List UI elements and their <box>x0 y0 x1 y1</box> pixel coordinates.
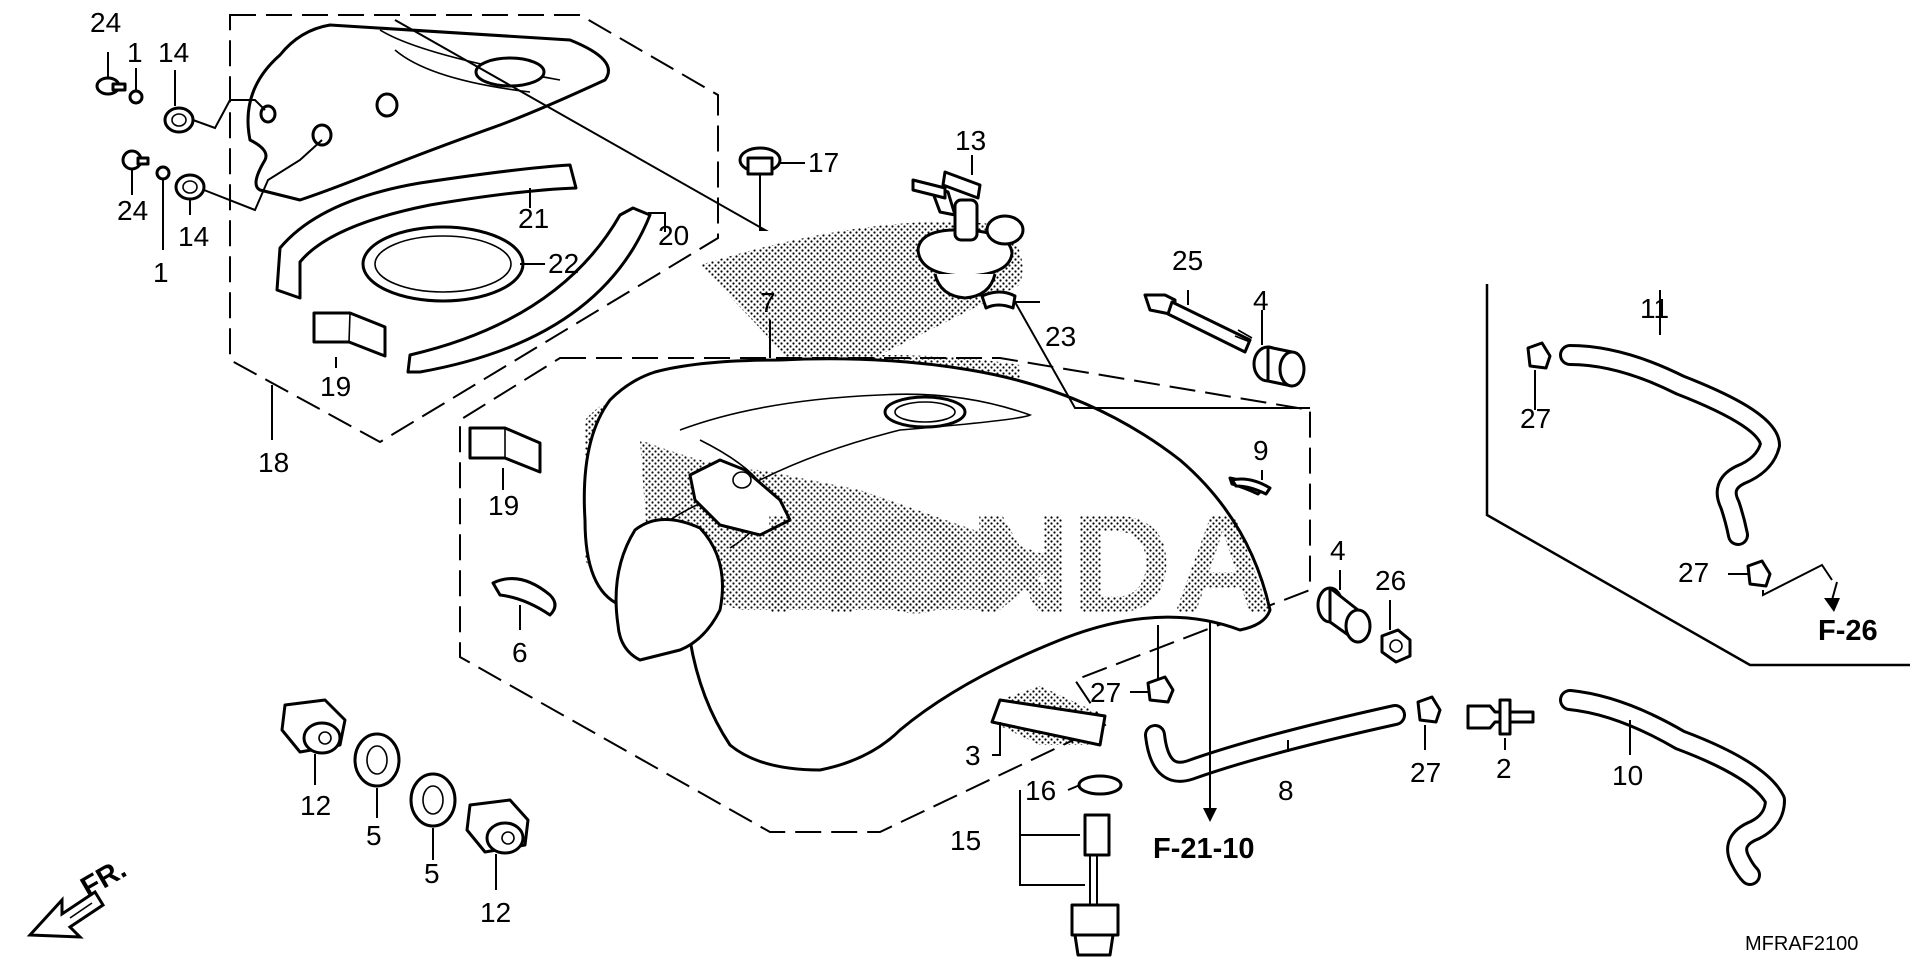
callout-27-lower: 27 <box>1678 557 1709 588</box>
hose-10 <box>1559 689 1786 886</box>
screw-24-lower <box>121 149 150 171</box>
callout-9: 9 <box>1253 435 1269 466</box>
rubber-strip-21 <box>275 163 578 300</box>
tank-logo: HONDA <box>760 485 1273 642</box>
fuel-tank-cover <box>246 23 610 202</box>
clip-27-tank <box>1146 675 1175 704</box>
hose-11-box <box>1485 284 1910 667</box>
rubber-strip-20 <box>406 206 652 374</box>
callout-13: 13 <box>955 125 986 156</box>
nut-26 <box>1380 628 1412 664</box>
reference-f-26[interactable]: F-26 <box>1818 615 1878 647</box>
callout-14-upper: 14 <box>158 37 189 68</box>
collar-4-upper <box>1252 345 1306 388</box>
fuel-sender-15 <box>1070 813 1120 957</box>
hose-8 <box>1144 704 1406 783</box>
callout-21: 21 <box>518 203 549 234</box>
callout-24-upper: 24 <box>90 7 121 38</box>
reference-f-21-10[interactable]: F-21-10 <box>1153 833 1255 865</box>
gasket-ring-22 <box>361 225 525 303</box>
diagram-code: MFRAF2100 <box>1745 933 1858 955</box>
washer-1-upper <box>128 89 144 105</box>
callout-18: 18 <box>258 447 289 478</box>
pad-6 <box>491 577 557 617</box>
fuel-tank-7 <box>582 355 1272 772</box>
callout-7: 7 <box>760 287 776 318</box>
hose-11 <box>1559 344 1781 546</box>
front-direction-arrow <box>26 889 106 939</box>
fuel-cap-13 <box>911 170 1025 300</box>
plug-17 <box>738 146 782 176</box>
washer-1-lower <box>155 165 171 181</box>
callout-14-lower: 14 <box>178 221 209 252</box>
callout-labels: 24 1 14 24 1 14 21 22 20 19 18 17 13 7 2… <box>90 7 1709 928</box>
fuel-valve-12-left <box>280 698 347 755</box>
callout-20: 20 <box>658 220 689 251</box>
callout-27-hose8: 27 <box>1410 757 1441 788</box>
callout-8: 8 <box>1278 775 1294 806</box>
callout-23: 23 <box>1045 321 1076 352</box>
callout-16: 16 <box>1025 775 1056 806</box>
assembly-18-outline <box>229 14 719 444</box>
washer-5-right <box>409 772 457 828</box>
callout-25: 25 <box>1172 245 1203 276</box>
callout-19-lower: 19 <box>488 490 519 521</box>
fuel-valve-12-right <box>465 798 530 855</box>
callout-4-lower: 4 <box>1330 535 1346 566</box>
clip-27-hose8 <box>1416 695 1442 724</box>
washer-5-left <box>353 732 401 788</box>
joint-2 <box>1466 698 1535 736</box>
callout-17: 17 <box>808 147 839 178</box>
clip-23 <box>980 290 1017 310</box>
grommet-14-upper <box>163 106 195 134</box>
assembly-7-outline <box>459 357 1311 833</box>
clip-27-lower <box>1746 559 1772 588</box>
callout-27-upper: 27 <box>1520 403 1551 434</box>
callout-5-right: 5 <box>424 858 440 889</box>
callout-1-lower: 1 <box>153 257 169 288</box>
callout-26: 26 <box>1375 565 1406 596</box>
callout-4-upper: 4 <box>1253 285 1269 316</box>
callout-11: 11 <box>1640 293 1669 324</box>
callout-15: 15 <box>950 825 981 856</box>
sheet-3 <box>990 686 1107 747</box>
clip-9 <box>1230 477 1272 496</box>
grommet-14-lower <box>174 173 206 201</box>
screw-24-upper <box>95 76 127 96</box>
callout-10: 10 <box>1612 760 1643 791</box>
callout-19-upper: 19 <box>320 371 351 402</box>
callout-12-left: 12 <box>300 790 331 821</box>
callout-3: 3 <box>965 740 981 771</box>
collar-4-lower <box>1316 586 1372 644</box>
callout-2: 2 <box>1496 753 1512 784</box>
callout-24-lower: 24 <box>117 195 148 226</box>
clip-27-upper <box>1526 341 1552 370</box>
front-direction-label: FR. <box>76 853 132 904</box>
callout-22: 22 <box>548 248 579 279</box>
callout-1-upper: 1 <box>127 37 143 68</box>
leader-lines <box>107 19 1840 890</box>
bolt-25 <box>1143 293 1253 354</box>
callout-12-right: 12 <box>480 897 511 928</box>
o-ring-16 <box>1077 774 1123 796</box>
callout-6: 6 <box>512 637 528 668</box>
callout-27-tank: 27 <box>1090 677 1121 708</box>
callout-5-left: 5 <box>366 820 382 851</box>
